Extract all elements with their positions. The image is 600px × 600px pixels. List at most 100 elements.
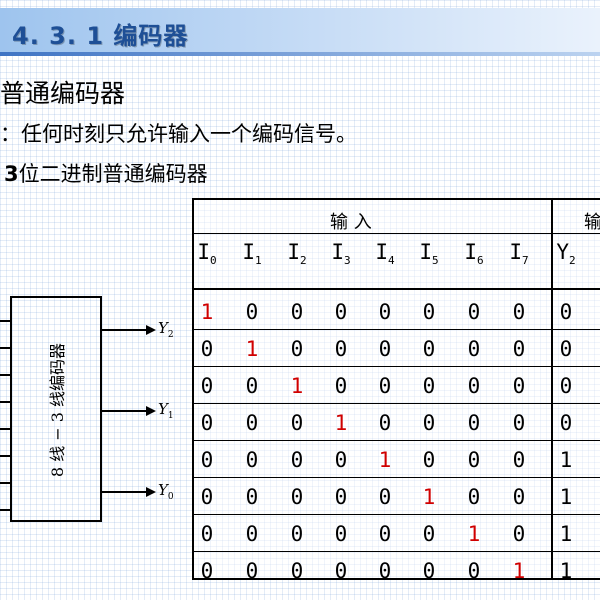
table-cell-r3-c3: 1 bbox=[334, 410, 348, 435]
table-cell-r7-c7: 1 bbox=[512, 558, 526, 583]
table-cell-r7-c6: 0 bbox=[467, 558, 481, 583]
row-divider-1 bbox=[193, 329, 600, 330]
table-cell-r3-c6: 0 bbox=[467, 410, 481, 435]
table-cell-r6-c3: 0 bbox=[334, 521, 348, 546]
table-cell-r6-c8: 1 bbox=[559, 521, 573, 546]
input-line-3 bbox=[0, 401, 10, 403]
table-cell-r2-c6: 0 bbox=[467, 373, 481, 398]
table-cell-r3-c4: 0 bbox=[378, 410, 392, 435]
input-output-separator bbox=[551, 198, 553, 580]
output-arrow-0 bbox=[146, 325, 156, 335]
table-cell-r0-c5: 0 bbox=[422, 299, 436, 324]
table-cell-r0-c7: 0 bbox=[512, 299, 526, 324]
title-bar: 4. 3. 1 编码器 bbox=[0, 8, 600, 52]
output-label-subscript: 2 bbox=[167, 330, 174, 340]
heading-normal-encoder: 普通编码器 bbox=[0, 79, 126, 108]
table-cell-r5-c8: 1 bbox=[559, 484, 573, 509]
input-line-4 bbox=[0, 428, 10, 430]
table-cell-r6-c6: 1 bbox=[467, 521, 481, 546]
input-line-0 bbox=[0, 320, 10, 322]
table-cell-r2-c1: 0 bbox=[245, 373, 259, 398]
table-cell-r6-c0: 0 bbox=[200, 521, 214, 546]
table-cell-r4-c5: 0 bbox=[422, 447, 436, 472]
table-cell-r3-c2: 0 bbox=[290, 410, 304, 435]
table-cell-r5-c3: 0 bbox=[334, 484, 348, 509]
table-cell-r7-c4: 0 bbox=[378, 558, 392, 583]
output-arrow-2 bbox=[146, 487, 156, 497]
table-cell-r2-c8: 0 bbox=[559, 373, 573, 398]
column-header-name: I bbox=[242, 240, 256, 264]
table-cell-r3-c5: 0 bbox=[422, 410, 436, 435]
table-cell-r0-c2: 0 bbox=[290, 299, 304, 324]
column-header-i3: I3 bbox=[326, 240, 356, 267]
table-cell-r0-c3: 0 bbox=[334, 299, 348, 324]
input-line-6 bbox=[0, 482, 10, 484]
table-cell-r0-c1: 0 bbox=[245, 299, 259, 324]
table-cell-r5-c2: 0 bbox=[290, 484, 304, 509]
heading-3bit-encoder: 3位二进制普通编码器 bbox=[4, 158, 208, 188]
table-cell-r1-c0: 0 bbox=[200, 336, 214, 361]
output-label-subscript: 0 bbox=[167, 492, 174, 502]
column-header-subscript: 4 bbox=[388, 254, 395, 268]
output-line-2 bbox=[102, 491, 154, 493]
table-cell-r1-c7: 0 bbox=[512, 336, 526, 361]
table-cell-r1-c2: 0 bbox=[290, 336, 304, 361]
table-cell-r5-c5: 1 bbox=[422, 484, 436, 509]
column-header-subscript: 5 bbox=[432, 254, 439, 268]
column-header-subscript: 1 bbox=[255, 254, 262, 268]
column-header-y2: Y2 bbox=[551, 240, 581, 267]
input-line-2 bbox=[0, 374, 10, 376]
table-cell-r4-c3: 0 bbox=[334, 447, 348, 472]
heading-3bit-text: 位二进制普通编码器 bbox=[18, 162, 208, 186]
table-cell-r3-c8: 0 bbox=[559, 410, 573, 435]
table-cell-r5-c6: 0 bbox=[467, 484, 481, 509]
encoder-box-label: 8 线 − 3 线编码器 bbox=[48, 342, 67, 478]
table-cell-r5-c0: 0 bbox=[200, 484, 214, 509]
table-cell-r0-c6: 0 bbox=[467, 299, 481, 324]
input-group-header: 输 入 bbox=[330, 212, 372, 233]
table-cell-r1-c5: 0 bbox=[422, 336, 436, 361]
table-cell-r7-c3: 0 bbox=[334, 558, 348, 583]
heading-3bit-number: 3 bbox=[4, 162, 19, 186]
header-divider-bottom bbox=[193, 288, 600, 290]
output-arrow-1 bbox=[146, 406, 156, 416]
table-cell-r7-c5: 0 bbox=[422, 558, 436, 583]
table-cell-r2-c7: 0 bbox=[512, 373, 526, 398]
input-line-5 bbox=[0, 455, 10, 457]
table-cell-r4-c2: 0 bbox=[290, 447, 304, 472]
column-header-i5: I5 bbox=[414, 240, 444, 267]
table-cell-r4-c1: 0 bbox=[245, 447, 259, 472]
column-header-name: I bbox=[197, 240, 211, 264]
table-cell-r7-c1: 0 bbox=[245, 558, 259, 583]
row-divider-2 bbox=[193, 366, 600, 367]
input-line-7 bbox=[0, 509, 10, 511]
table-cell-r4-c8: 1 bbox=[559, 447, 573, 472]
row-divider-4 bbox=[193, 440, 600, 441]
table-cell-r0-c0: 1 bbox=[200, 299, 214, 324]
column-header-subscript: 6 bbox=[477, 254, 484, 268]
column-header-i2: I2 bbox=[282, 240, 312, 267]
table-cell-r1-c3: 0 bbox=[334, 336, 348, 361]
table-cell-r3-c1: 0 bbox=[245, 410, 259, 435]
table-cell-r6-c2: 0 bbox=[290, 521, 304, 546]
table-cell-r6-c5: 0 bbox=[422, 521, 436, 546]
column-header-subscript: 2 bbox=[569, 254, 576, 268]
title-divider bbox=[0, 52, 600, 56]
column-header-name: I bbox=[419, 240, 433, 264]
table-cell-r2-c4: 0 bbox=[378, 373, 392, 398]
column-header-i4: I4 bbox=[370, 240, 400, 267]
table-cell-r6-c4: 0 bbox=[378, 521, 392, 546]
output-label-y2: Y2 bbox=[158, 319, 174, 340]
truth-table bbox=[192, 198, 600, 580]
column-header-i0: I0 bbox=[192, 240, 222, 267]
column-header-name: I bbox=[509, 240, 523, 264]
column-header-name: I bbox=[287, 240, 301, 264]
row-divider-7 bbox=[193, 551, 600, 552]
slide-title: 4. 3. 1 编码器 bbox=[12, 22, 189, 50]
column-header-subscript: 7 bbox=[522, 254, 529, 268]
table-cell-r7-c2: 0 bbox=[290, 558, 304, 583]
table-cell-r0-c4: 0 bbox=[378, 299, 392, 324]
table-cell-r4-c7: 0 bbox=[512, 447, 526, 472]
column-header-subscript: 3 bbox=[344, 254, 351, 268]
column-header-subscript: 0 bbox=[210, 254, 217, 268]
